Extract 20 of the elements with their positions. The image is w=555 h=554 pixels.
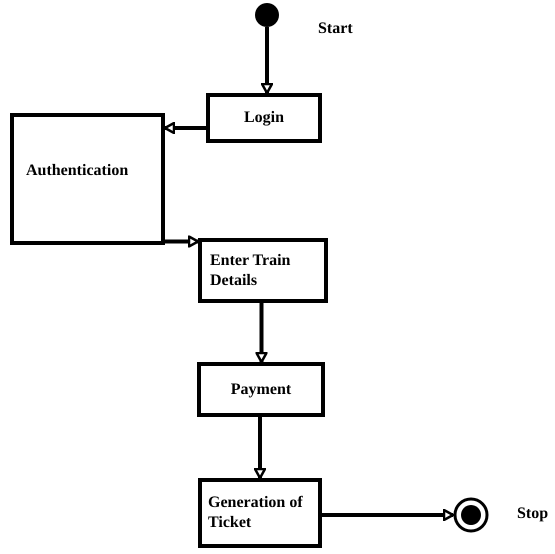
node-caption: Stop <box>517 505 548 523</box>
arrow <box>255 303 268 364</box>
box-label: Login <box>244 108 284 128</box>
process-box <box>206 93 322 143</box>
arrow <box>260 27 274 94</box>
process-box <box>198 238 328 303</box>
process-box <box>197 362 325 417</box>
node-caption: Start <box>318 20 353 38</box>
process-box <box>198 478 322 548</box>
box-label: Payment <box>230 380 292 400</box>
process-box <box>10 113 165 245</box>
start-node <box>255 3 279 27</box>
box-label: Generation of Ticket <box>208 493 304 533</box>
arrow <box>164 122 206 134</box>
box-label: Enter Train Details <box>210 250 292 290</box>
arrow <box>254 417 266 480</box>
arrow <box>165 235 200 248</box>
box-label: Authentication <box>26 161 128 181</box>
end-node <box>453 497 489 533</box>
arrow <box>322 508 454 522</box>
